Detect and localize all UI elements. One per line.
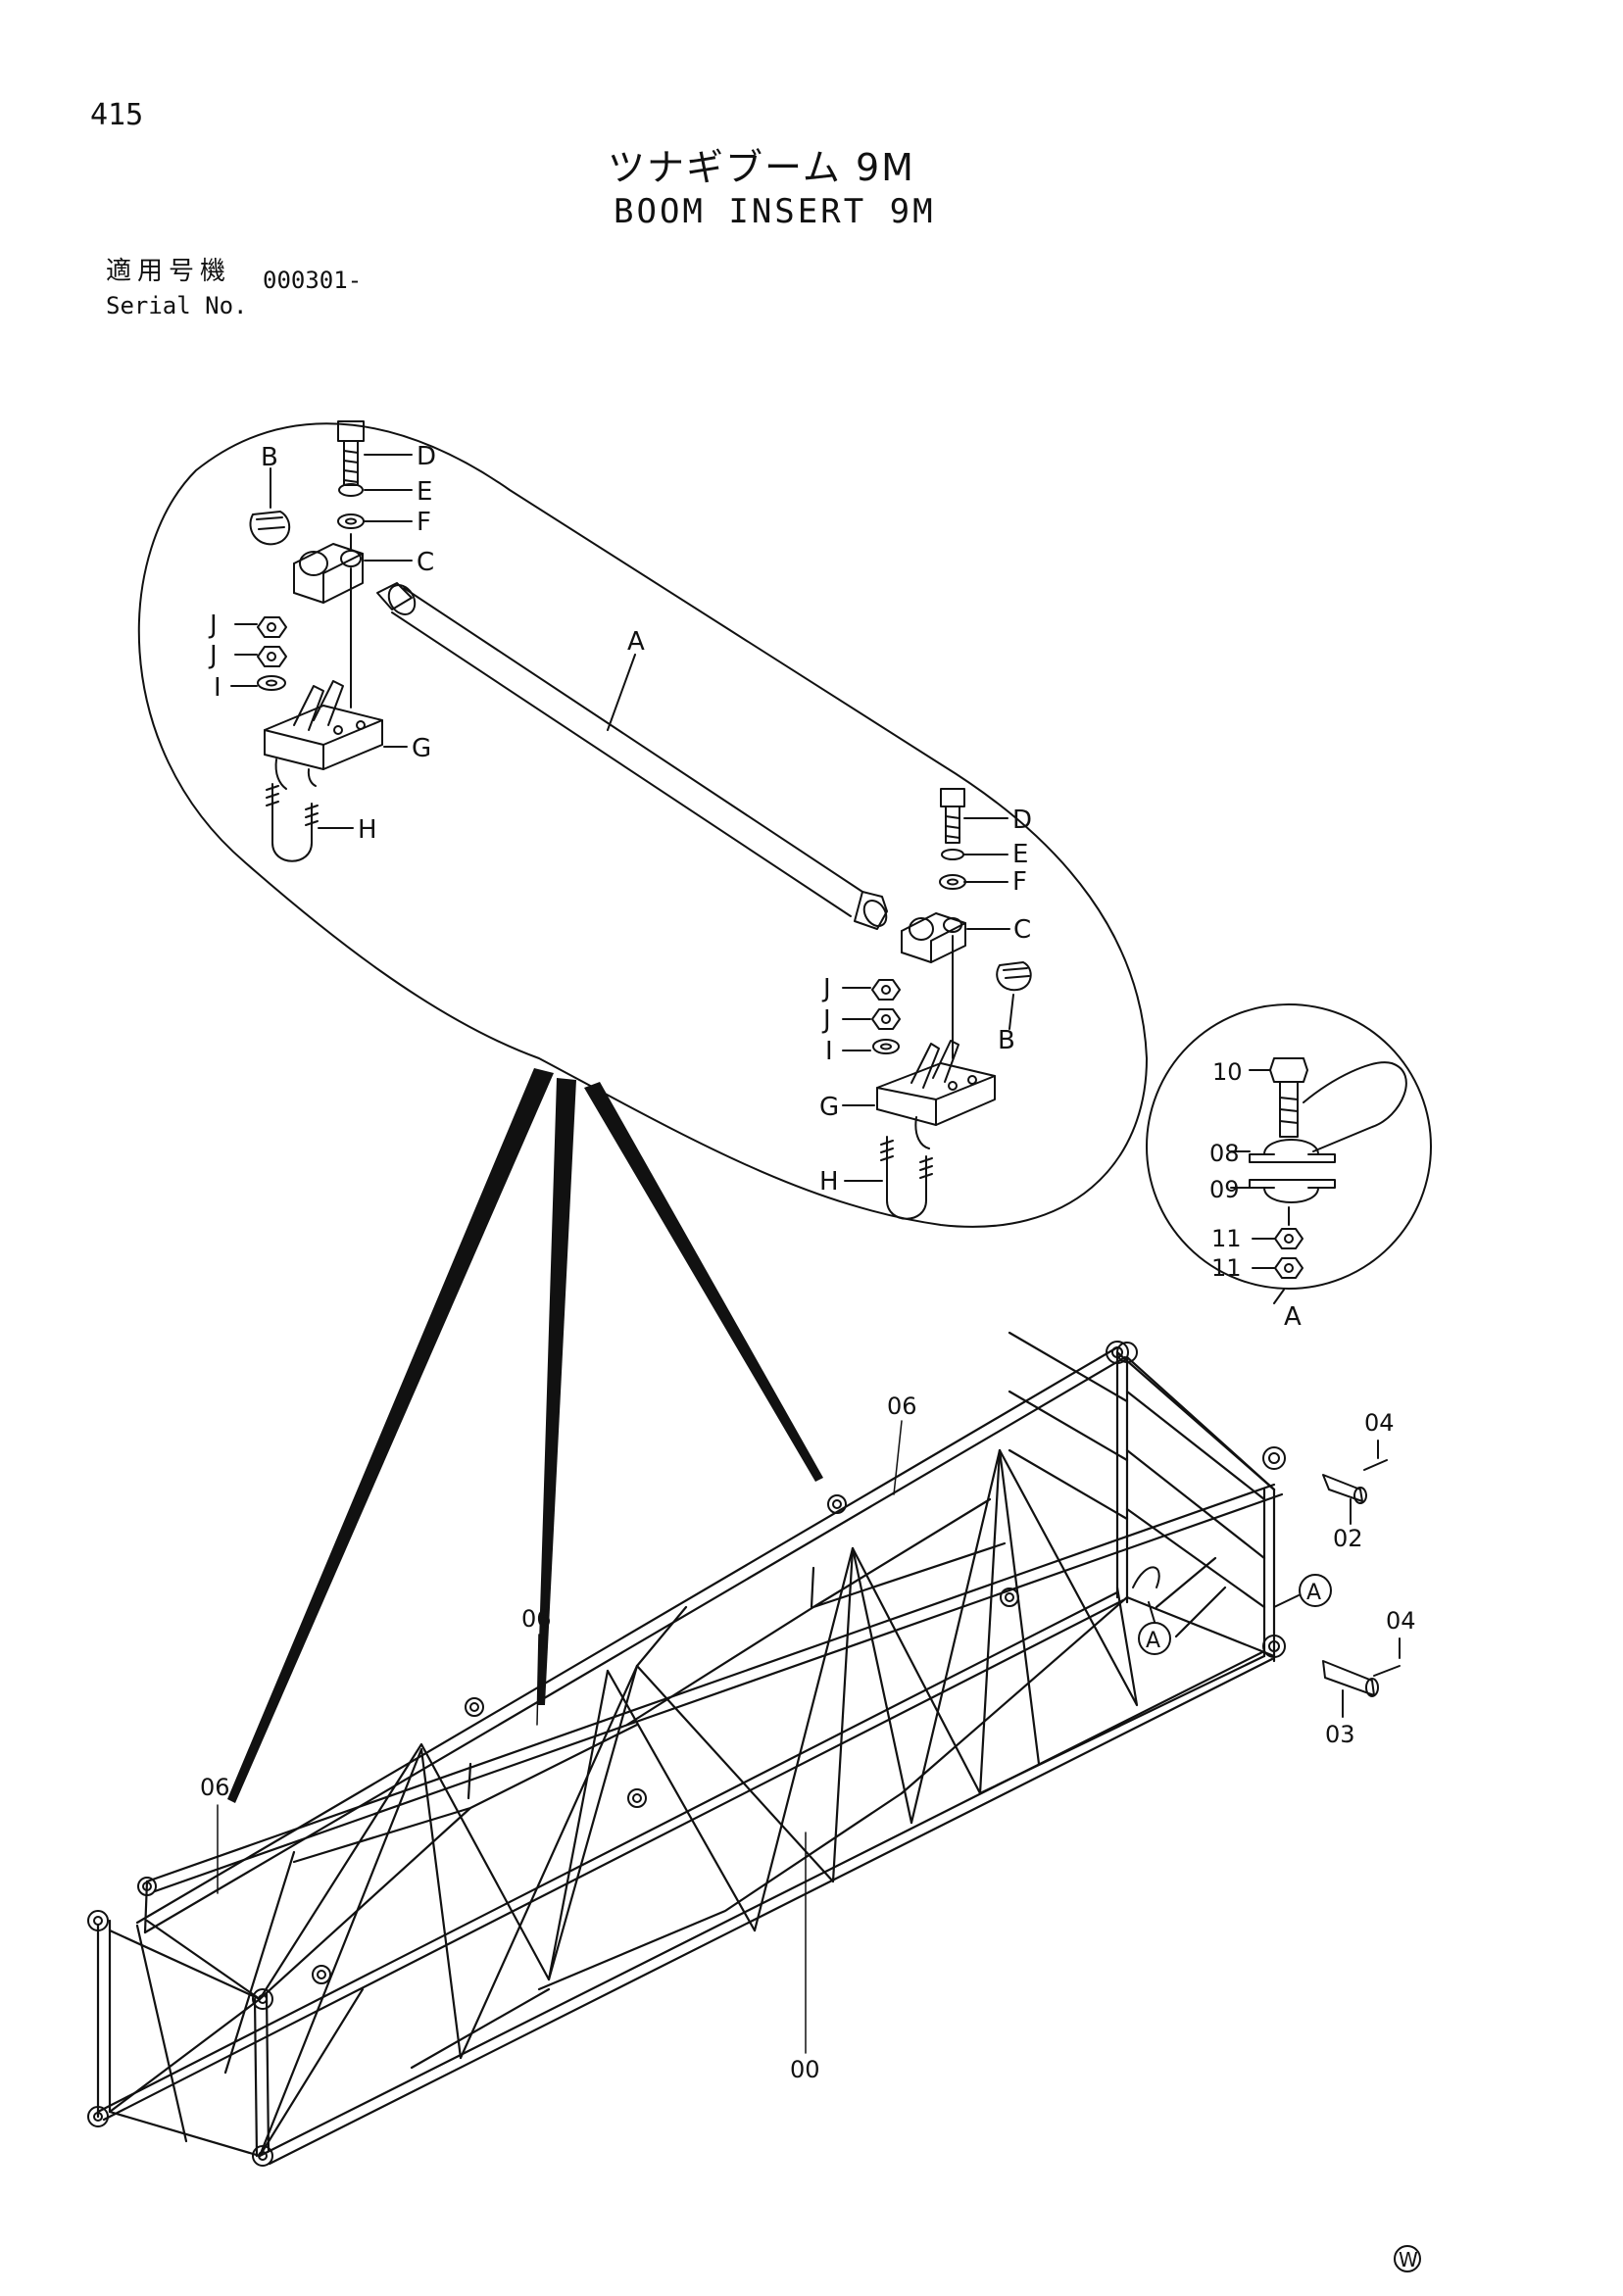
label-J: J <box>821 1005 831 1035</box>
label-06: 06 <box>887 1392 917 1420</box>
label-00: 00 <box>790 2056 820 2083</box>
label-B: B <box>261 443 278 472</box>
truss-clamps <box>87 1341 1286 2167</box>
shaft-A <box>376 582 888 930</box>
leader-wedge-2 <box>537 1078 576 1705</box>
serial-number-value: 000301- <box>263 267 363 294</box>
leader-wedge-3 <box>584 1082 823 1482</box>
label-G: G <box>819 1093 839 1122</box>
right-fittings <box>842 788 1032 1220</box>
label-11: 11 <box>1211 1254 1242 1282</box>
label-E: E <box>417 477 432 507</box>
label-I: I <box>825 1037 833 1066</box>
detail-balloon <box>137 422 1148 1803</box>
label-08: 08 <box>1209 1140 1240 1167</box>
truss-leaders <box>217 1420 903 2054</box>
bolt-D-left <box>337 420 413 486</box>
label-I: I <box>214 673 221 703</box>
page-number: 415 <box>90 98 144 132</box>
label-11: 11 <box>1211 1225 1242 1252</box>
footer-mark: W <box>1399 2248 1418 2272</box>
label-D: D <box>1012 806 1032 835</box>
label-J: J <box>208 641 218 670</box>
label-10: 10 <box>1212 1058 1243 1086</box>
serial-label-japanese: 適用号機 <box>106 257 232 286</box>
label-09: 09 <box>1209 1176 1240 1203</box>
label-A-marker: A <box>1306 1581 1321 1605</box>
boom-truss <box>96 1331 1284 2166</box>
label-A-marker: A <box>1146 1629 1160 1653</box>
pin-parts <box>1132 1440 1401 1718</box>
label-E: E <box>1012 840 1028 869</box>
callout-labels: B D E F C J J I G H A D E F C J J I B G … <box>200 442 1421 2272</box>
label-H: H <box>819 1167 839 1197</box>
label-A: A <box>627 627 645 657</box>
label-C: C <box>417 548 434 577</box>
leader-wedge-1 <box>227 1068 554 1803</box>
label-J: J <box>208 611 218 640</box>
label-J: J <box>821 974 831 1003</box>
label-06: 06 <box>521 1605 552 1633</box>
label-03: 03 <box>1325 1721 1355 1748</box>
label-02: 02 <box>1333 1525 1363 1552</box>
serial-label-english: Serial No. <box>106 292 248 319</box>
label-C: C <box>1013 915 1031 945</box>
label-D: D <box>417 442 436 471</box>
left-fittings <box>230 420 413 862</box>
label-G: G <box>412 734 431 763</box>
label-A: A <box>1284 1302 1302 1332</box>
label-06: 06 <box>200 1774 230 1801</box>
label-F: F <box>417 508 431 537</box>
title-english: BOOM INSERT 9M <box>614 192 936 231</box>
label-04: 04 <box>1364 1409 1395 1437</box>
label-H: H <box>358 815 377 845</box>
title-japanese: ツナギブーム 9M <box>608 146 915 189</box>
label-B: B <box>998 1026 1015 1055</box>
label-F: F <box>1012 867 1027 897</box>
detail-A-circle <box>1146 1003 1432 1304</box>
label-04: 04 <box>1386 1607 1416 1635</box>
